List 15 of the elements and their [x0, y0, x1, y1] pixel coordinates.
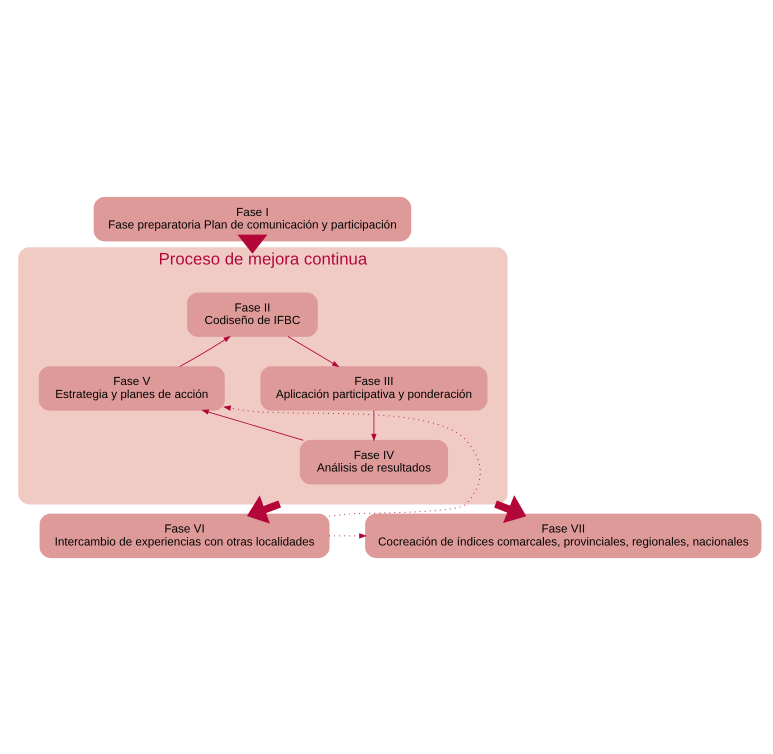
arrow: [246, 494, 282, 524]
node-box: Fase III Aplicación participativa y ponderación: [260, 366, 488, 410]
arrow: [371, 410, 377, 441]
arrow: [329, 532, 368, 538]
node-box: Fase V Estrategia y planes de acción: [38, 366, 225, 410]
arrow: [287, 336, 340, 367]
arrow: [222, 404, 481, 516]
node-box: Fase II Codiseño de IFBC: [187, 292, 318, 336]
arrow: [494, 494, 526, 523]
arrow: [179, 335, 231, 366]
node-box: Fase IV Análisis de resultados: [300, 439, 448, 484]
arrow: [237, 234, 268, 254]
node-box: Fase VI Intercambio de experiencias con otras localidades: [40, 513, 330, 558]
arrow: [201, 409, 304, 440]
node-box: Fase VII Cocreación de índices comarcales, provinciales, regionales, nacionales: [365, 513, 762, 558]
